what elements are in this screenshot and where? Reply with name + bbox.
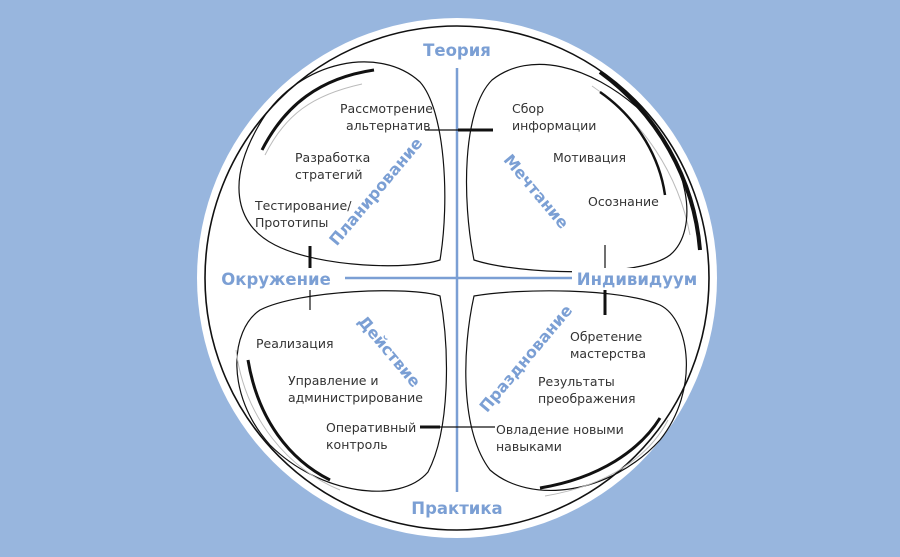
list-item: Результаты преображения — [538, 374, 636, 406]
svg-text:навыками: навыками — [496, 439, 562, 454]
axis-label-left: Окружение — [221, 270, 331, 289]
svg-text:стратегий: стратегий — [295, 167, 363, 182]
celebration-arc-thin — [544, 419, 669, 497]
svg-text:Реализация: Реализация — [256, 336, 333, 351]
svg-text:альтернатив: альтернатив — [346, 118, 431, 133]
svg-text:Мотивация: Мотивация — [553, 150, 626, 165]
list-item: Обретение мастерства — [570, 329, 646, 361]
svg-text:Обретение: Обретение — [570, 329, 642, 344]
planning-arc-thin — [264, 83, 363, 156]
svg-text:администрирование: администрирование — [288, 390, 423, 405]
svg-text:мастерства: мастерства — [570, 346, 646, 361]
svg-text:преображения: преображения — [538, 391, 636, 406]
list-item: Разработка стратегий — [295, 150, 370, 182]
svg-text:Оперативный: Оперативный — [326, 420, 416, 435]
svg-text:Результаты: Результаты — [538, 374, 615, 389]
petal-celebration — [465, 290, 687, 491]
list-item: Управление и администрирование — [288, 373, 423, 405]
list-item: Сбор информации — [512, 101, 596, 133]
svg-text:Сбор: Сбор — [512, 101, 544, 116]
outer-ring — [204, 25, 710, 531]
svg-text:информации: информации — [512, 118, 596, 133]
svg-text:Управление и: Управление и — [288, 373, 379, 388]
action-arc-thin — [235, 349, 341, 491]
list-item: Тестирование/ Прототипы — [254, 198, 352, 230]
list-item: Рассмотрение альтернатив — [340, 101, 433, 133]
petal-planning — [238, 61, 446, 267]
list-item: Осознание — [588, 194, 659, 209]
planning-arc — [260, 68, 375, 151]
svg-text:Овладение новыми: Овладение новыми — [496, 422, 624, 437]
celebration-arc — [539, 417, 662, 490]
axis-label-top: Теория — [423, 41, 491, 60]
dreaming-arc — [599, 90, 667, 196]
list-item: Овладение новыми навыками — [496, 422, 624, 454]
svg-text:Тестирование/: Тестирование/ — [254, 198, 352, 213]
list-item: Реализация — [256, 336, 333, 351]
petal-action — [236, 290, 448, 492]
axis-label-bottom: Практика — [411, 499, 502, 518]
svg-text:Прототипы: Прототипы — [255, 215, 328, 230]
svg-text:контроль: контроль — [326, 437, 388, 452]
svg-text:Осознание: Осознание — [588, 194, 659, 209]
action-arc — [246, 359, 331, 482]
list-item: Оперативный контроль — [326, 420, 416, 452]
svg-text:Разработка: Разработка — [295, 150, 370, 165]
list-item: Мотивация — [553, 150, 626, 165]
svg-text:Рассмотрение: Рассмотрение — [340, 101, 433, 116]
axis-label-right: Индивидуум — [577, 270, 697, 289]
